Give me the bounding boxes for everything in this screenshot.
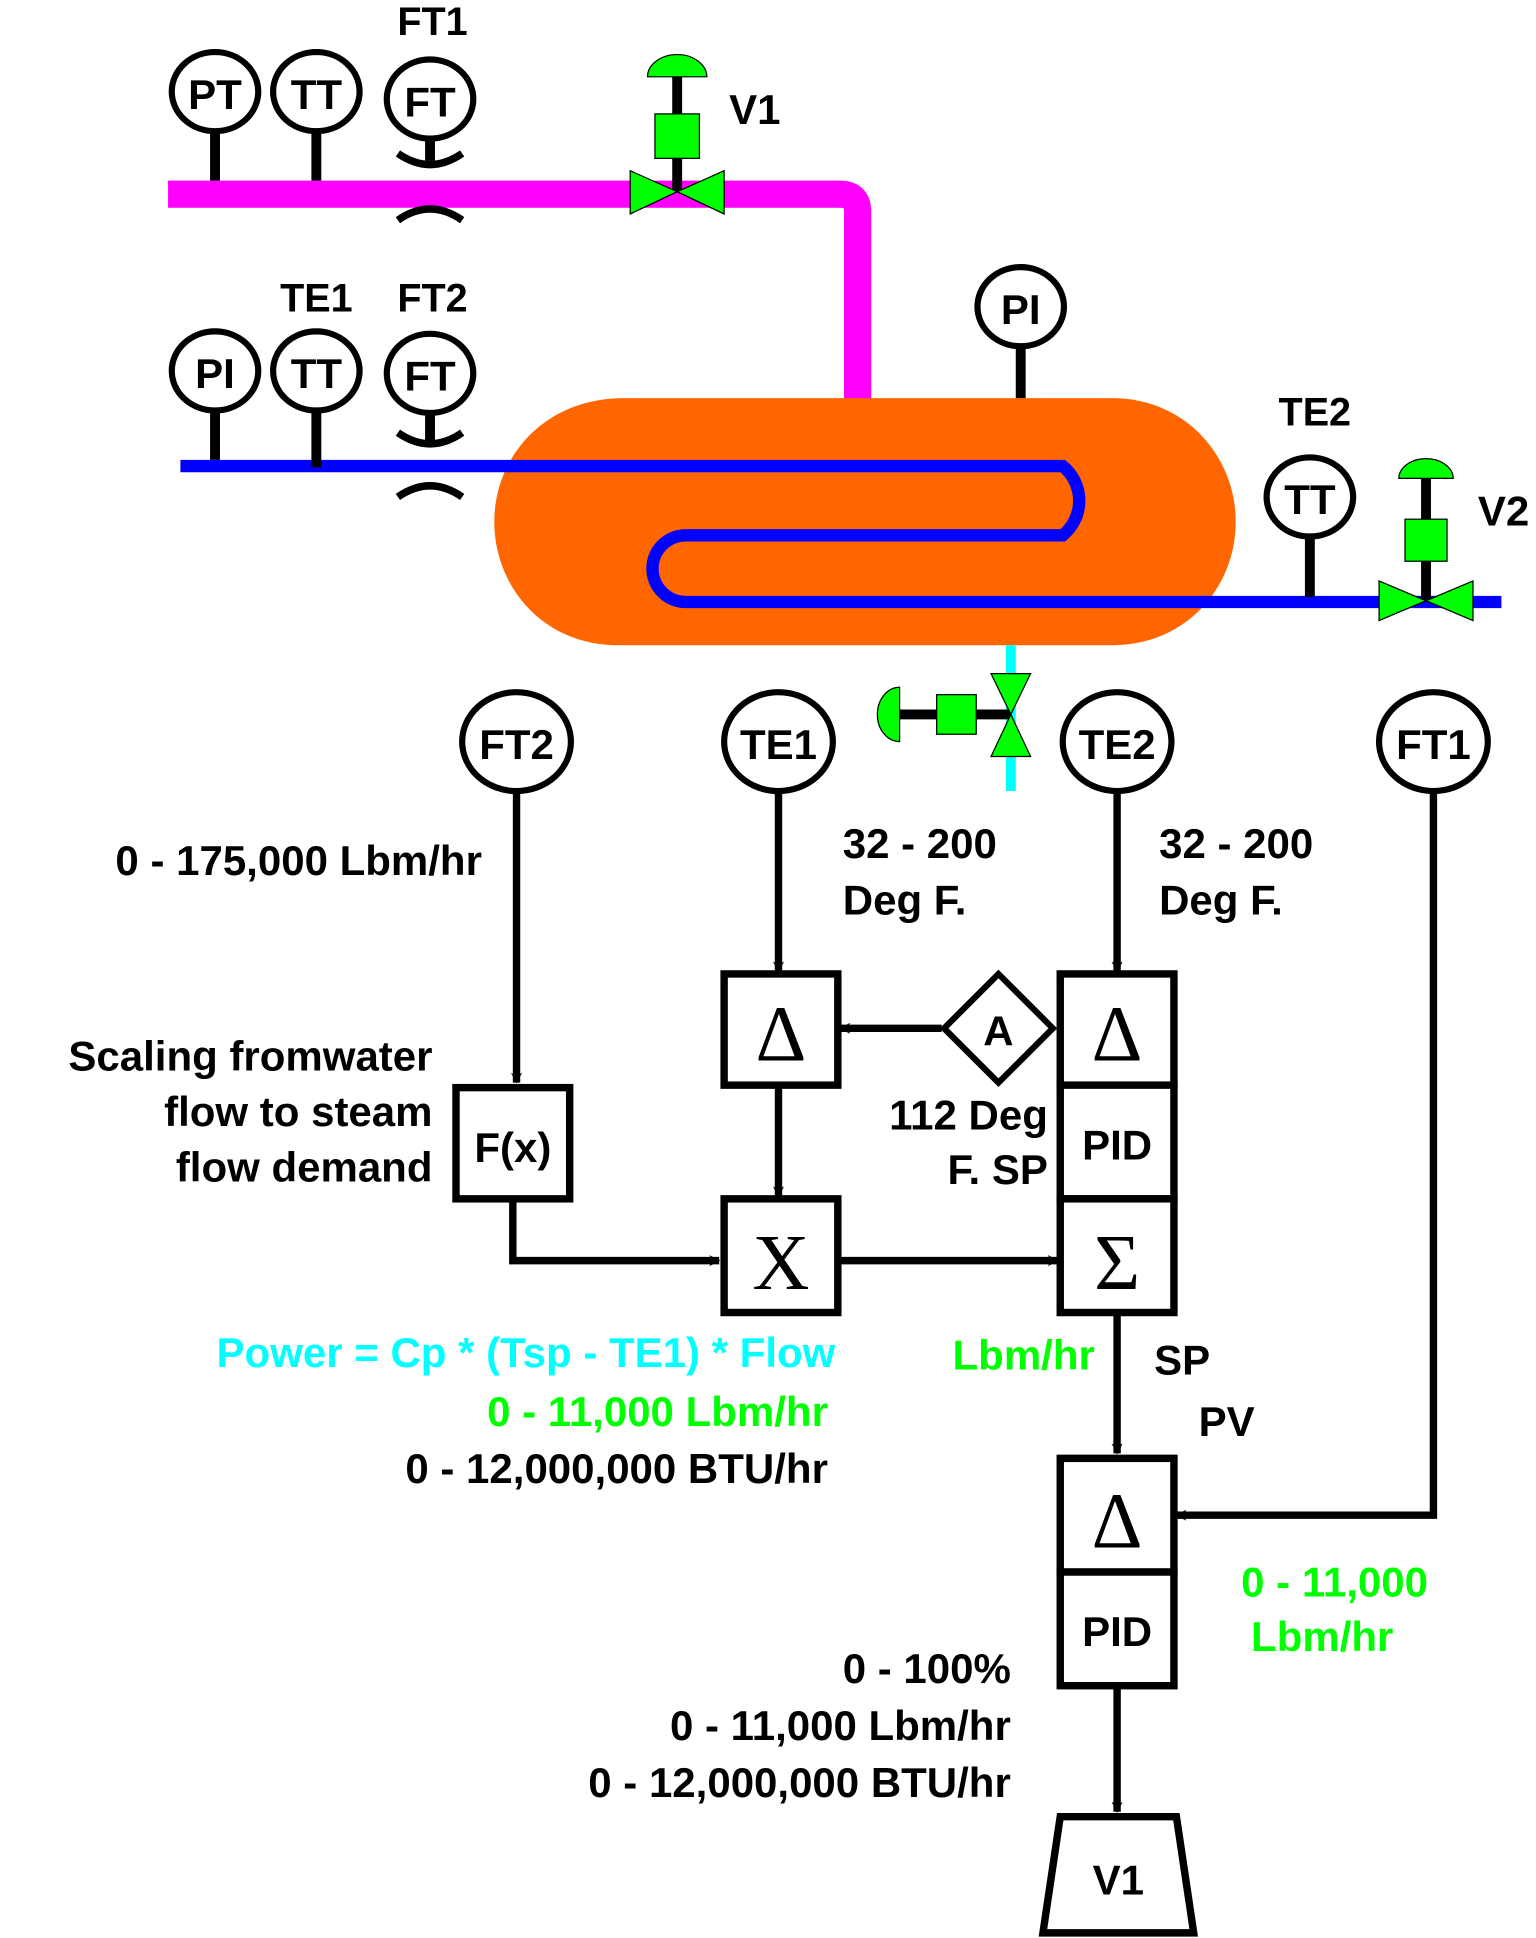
delta-block-2: Δ	[1056, 970, 1178, 1089]
pv-label: PV	[1199, 1398, 1255, 1445]
ft1-tag: FT1	[397, 0, 467, 44]
delta-symbol: Δ	[1092, 991, 1143, 1078]
te1-range-line2: Deg F.	[843, 877, 967, 924]
water-coil-pipe	[180, 459, 1502, 609]
tt-label: TT	[1284, 476, 1336, 523]
delta-block-1: Δ	[720, 970, 842, 1089]
fx-to-mult	[509, 1201, 721, 1267]
setpoint-note-line2: F. SP	[948, 1146, 1048, 1193]
drain-valve	[876, 645, 1032, 792]
pid-block-1: PID	[1056, 1081, 1178, 1203]
pid-label: PID	[1082, 1608, 1152, 1655]
orifice-bottom	[395, 482, 465, 501]
pid-label: PID	[1082, 1121, 1152, 1168]
ft1-bubble: FT1	[1375, 689, 1491, 795]
orifice-bottom	[395, 205, 465, 224]
te1-bubble: TE1	[721, 689, 836, 795]
water-ft-instrument: FT FT2	[383, 277, 477, 501]
ft-label: FT	[404, 78, 456, 125]
tt-label: TT	[291, 350, 343, 397]
scaling-note-line1: Scaling fromwater	[68, 1032, 432, 1079]
output-range-percent: 0 - 100%	[843, 1645, 1011, 1692]
te2-range-line2: Deg F.	[1159, 877, 1283, 924]
v1-control-valve: V1	[629, 54, 780, 215]
a-label: A	[983, 1008, 1013, 1055]
sum-symbol: Σ	[1094, 1220, 1140, 1307]
scaling-note-line2: flow to steam	[164, 1088, 432, 1135]
pid-block-2: PID	[1056, 1568, 1178, 1690]
v1-label: V1	[729, 86, 780, 133]
ft2-range: 0 - 175,000 Lbm/hr	[115, 837, 482, 884]
ft1-range-line1: 0 - 11,000	[1241, 1559, 1428, 1606]
te2-tt-instrument: TT TE2	[1263, 390, 1357, 598]
delta-symbol: Δ	[1092, 1478, 1143, 1565]
sum-units: Lbm/hr	[953, 1331, 1095, 1378]
tt-label: TT	[291, 71, 343, 118]
ft1-signal	[1175, 791, 1438, 1521]
delta-block-3: Δ	[1056, 1454, 1178, 1576]
water-tt-instrument: TT TE1	[270, 277, 363, 468]
te2-tag: TE2	[1279, 390, 1352, 434]
water-pi-instrument: PI	[168, 328, 262, 460]
fx-block: F(x)	[452, 1083, 574, 1203]
output-range-btu: 0 - 12,000,000 BTU/hr	[588, 1759, 1011, 1806]
te1-tag: TE1	[280, 277, 353, 321]
orifice-top	[395, 429, 465, 448]
setpoint-note-line1: 112 Deg	[889, 1092, 1048, 1139]
pt-label: PT	[188, 71, 242, 118]
sp-label: SP	[1154, 1336, 1210, 1383]
output-range-lbm: 0 - 11,000 Lbm/hr	[670, 1702, 1011, 1749]
delta-symbol: Δ	[756, 991, 807, 1078]
steam-pipe	[168, 180, 872, 402]
ft2-bubble-label: FT2	[479, 721, 554, 768]
mult-range-btu: 0 - 12,000,000 BTU/hr	[405, 1445, 828, 1492]
pi-label: PI	[1001, 286, 1041, 333]
ft2-bubble: FT2	[459, 689, 574, 795]
v2-control-valve: V2	[1378, 458, 1529, 622]
te2-bubble-label: TE2	[1079, 721, 1156, 768]
scaling-note-line3: flow demand	[176, 1144, 433, 1191]
mult-range-lbm: 0 - 11,000 Lbm/hr	[487, 1388, 828, 1435]
te2-bubble: TE2	[1059, 689, 1175, 795]
ft1-bubble-label: FT1	[1396, 721, 1471, 768]
orifice-top	[395, 150, 465, 169]
steam-pt-instrument: PT	[168, 49, 262, 181]
te1-bubble-label: TE1	[740, 721, 817, 768]
power-formula: Power = Cp * (Tsp - TE1) * Flow	[217, 1329, 836, 1376]
v2-label: V2	[1478, 487, 1529, 534]
v1-final-label: V1	[1093, 1857, 1144, 1904]
fx-label: F(x)	[474, 1124, 551, 1171]
steam-ft-instrument: FT FT1	[383, 0, 477, 224]
ft1-range-line2: Lbm/hr	[1251, 1613, 1393, 1660]
ft2-tag: FT2	[397, 277, 467, 321]
v1-final-element: V1	[1038, 1812, 1199, 1937]
steam-tt-instrument: TT	[270, 49, 363, 181]
sum-block: Σ	[1056, 1195, 1178, 1317]
mult-block: X	[720, 1195, 842, 1317]
pi-label: PI	[195, 350, 235, 397]
te1-range-line1: 32 - 200	[843, 820, 997, 867]
te2-range-line1: 32 - 200	[1159, 820, 1313, 867]
a-block: A	[939, 969, 1058, 1088]
mult-symbol: X	[752, 1220, 809, 1307]
vessel-pi-instrument: PI	[974, 264, 1068, 399]
ft-label: FT	[404, 353, 456, 400]
